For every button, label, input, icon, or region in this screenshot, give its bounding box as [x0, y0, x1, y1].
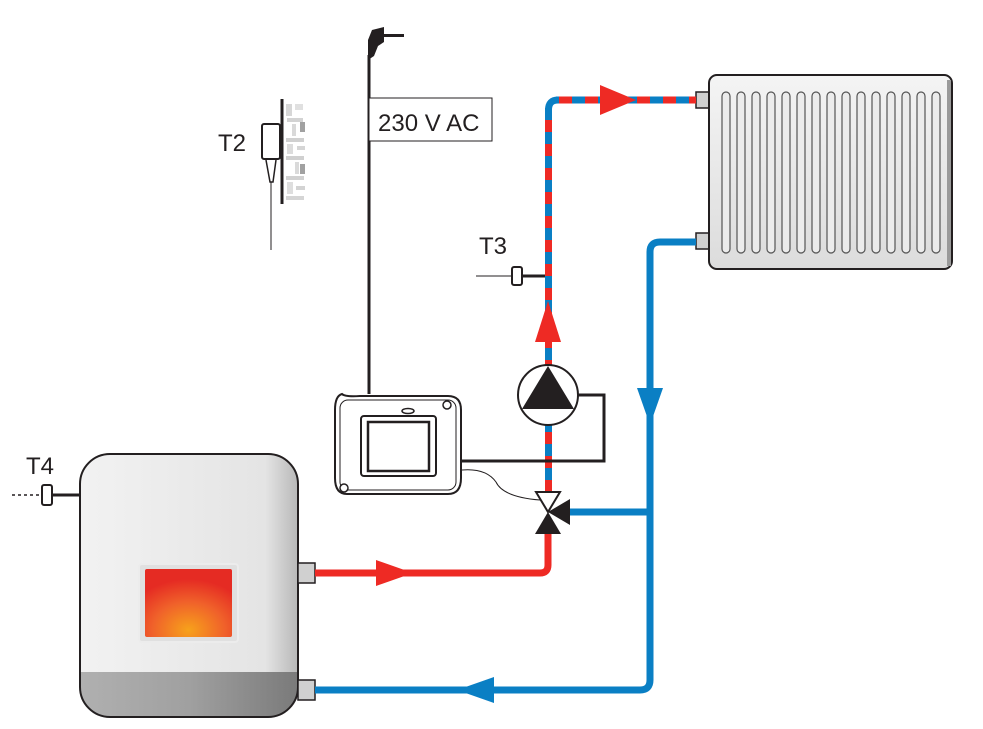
- plug-icon: [368, 27, 384, 60]
- radiator-fin: [721, 91, 731, 254]
- radiator-fin: [901, 91, 911, 254]
- controller: [334, 392, 462, 495]
- radiator-shadow: [947, 80, 951, 266]
- three-way-mixing-valve: [534, 491, 570, 534]
- boiler-outline: [79, 453, 299, 718]
- radiator-fin: [796, 91, 806, 254]
- controller-display: [366, 420, 431, 473]
- valve-control-wire: [461, 469, 541, 501]
- pump-control-wire: [462, 393, 606, 463]
- pump-icon: [522, 366, 574, 409]
- radiator-fin: [811, 91, 821, 254]
- boiler: [79, 453, 316, 718]
- radiator-outlet-connector: [695, 232, 711, 250]
- radiator-fin: [781, 91, 791, 254]
- radiator-fin: [736, 91, 746, 254]
- sensor-label-t3: T3: [479, 233, 507, 260]
- power-label-box: 230 V AC: [368, 97, 493, 142]
- radiator-fins: [721, 91, 941, 254]
- controller-button: [401, 407, 415, 415]
- sensor-label-t4: T4: [26, 453, 54, 480]
- power-label-frame: [368, 97, 493, 142]
- screw-icon: [442, 400, 452, 410]
- power-plug: [368, 27, 404, 60]
- radiator-fin: [751, 91, 761, 254]
- radiator-fin: [931, 91, 941, 254]
- radiator-fin: [826, 91, 836, 254]
- valve-side-port: [548, 499, 570, 525]
- flow-arrow-down-icon: [637, 388, 663, 425]
- radiator-fin: [856, 91, 866, 254]
- return-pipe: [315, 238, 696, 694]
- boiler-sensor: T4: [12, 453, 80, 506]
- boiler-outlet-connector: [297, 562, 316, 584]
- radiator-inlet-connector: [695, 91, 711, 109]
- radiator: [695, 74, 953, 270]
- circulation-pump: [517, 364, 579, 426]
- boiler-return-connector: [297, 679, 316, 701]
- radiator-fin: [916, 91, 926, 254]
- mixed-pipe-lower: [545, 425, 552, 493]
- controller-inner-edge: [339, 399, 457, 491]
- sensor-probe: [265, 159, 277, 183]
- sensor-body: [41, 484, 53, 506]
- power-label: 230 V AC: [378, 110, 479, 137]
- radiator-fin: [766, 91, 776, 254]
- boiler-fire-window: [145, 569, 232, 637]
- sensor-label-t2: T2: [218, 130, 246, 157]
- hot-supply-pipe: [315, 530, 552, 577]
- boiler-base: [80, 672, 298, 717]
- flow-arrow-up-icon: [535, 301, 561, 342]
- valve-bottom-port: [535, 512, 561, 534]
- flow-arrow-right-icon: [600, 85, 636, 115]
- radiator-fin: [886, 91, 896, 254]
- brick-wall-icon: [285, 100, 305, 204]
- flow-arrow-left-icon: [457, 677, 494, 703]
- outdoor-sensor: T2: [218, 99, 305, 250]
- flow-arrow-right-icon: [376, 560, 413, 586]
- mixed-pipe-upper: [545, 108, 552, 376]
- sensor-body: [261, 123, 281, 160]
- sensor-body: [511, 266, 523, 286]
- radiator-fin: [841, 91, 851, 254]
- flow-sensor: T3: [476, 233, 545, 286]
- plug-pin: [384, 34, 404, 37]
- screw-icon: [339, 483, 349, 493]
- valve-top-port: [534, 491, 562, 514]
- radiator-fin: [871, 91, 881, 254]
